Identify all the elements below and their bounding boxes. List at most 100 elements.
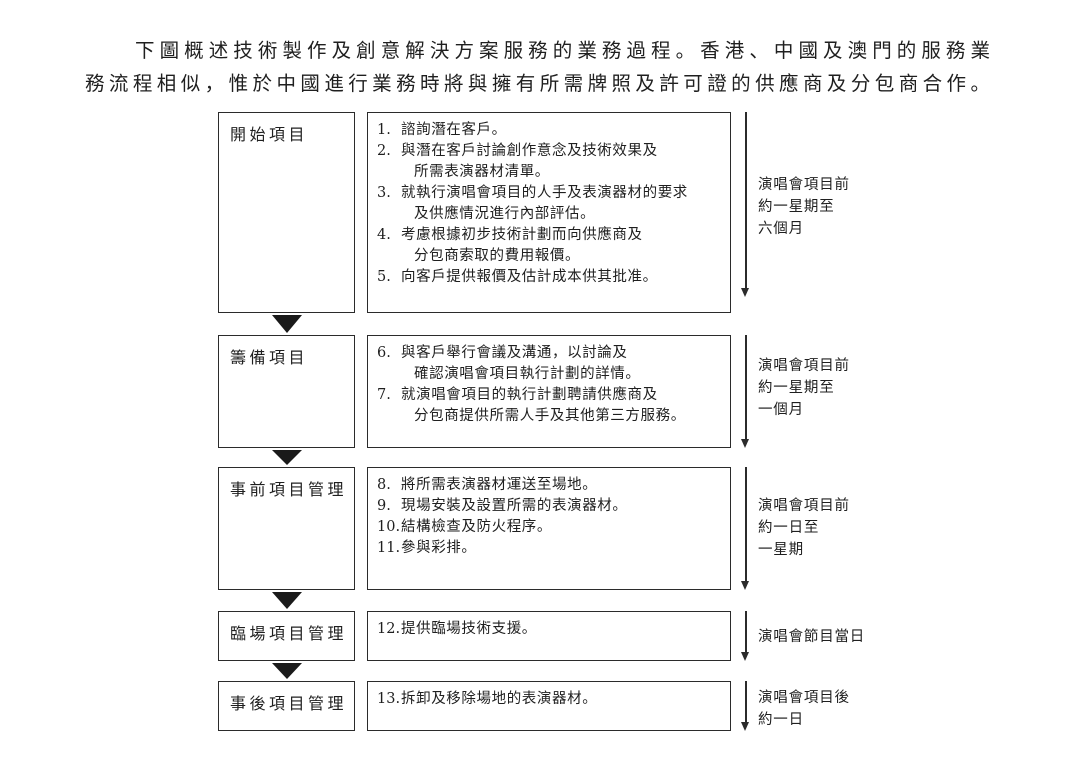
- timeline-label-line: 演唱會節目當日: [758, 629, 866, 645]
- process-item: 3.就執行演唱會項目的人手及表演器材的要求及供應情況進行內部評估。: [377, 183, 726, 225]
- item-text: 將所需表演器材運送至場地。: [401, 475, 726, 496]
- stage-title: 事前項目管理: [230, 480, 348, 499]
- item-line: 就演唱會項目的執行計劃聘請供應商及: [401, 387, 658, 403]
- item-line: 與客戶舉行會議及溝通，以討論及: [401, 345, 628, 361]
- item-number: 11.: [377, 540, 401, 556]
- item-number: 6.: [377, 345, 391, 361]
- connector-arrow-icon: [272, 592, 302, 609]
- process-item: 2. 與潛在客戶討論創作意念及技術效果及所需表演器材清單。: [377, 141, 726, 183]
- intro-paragraph: 下圖概述技術製作及創意解決方案服務的業務過程。香港、中國及澳門的服務業 務流程相…: [85, 34, 990, 100]
- arrow-down-icon: [741, 652, 750, 661]
- process-item: 11.參與彩排。: [377, 538, 726, 559]
- item-line: 將所需表演器材運送至場地。: [401, 477, 598, 493]
- process-item: 8. 將所需表演器材運送至場地。: [377, 475, 726, 496]
- item-line: 向客戶提供報價及估計成本供其批准。: [401, 269, 658, 285]
- process-item: 9. 現場安裝及設置所需的表演器材。: [377, 496, 726, 517]
- item-text: 向客戶提供報價及估計成本供其批准。: [401, 267, 726, 288]
- item-number: 1.: [377, 122, 391, 138]
- process-item: 7. 就演唱會項目的執行計劃聘請供應商及分包商提供所需人手及其他第三方服務。: [377, 385, 726, 427]
- timeline-label-line: 六個月: [758, 221, 804, 237]
- item-line: 考慮根據初步技術計劃而向供應商及: [401, 227, 643, 243]
- timeline-arrow: [741, 467, 751, 590]
- item-text: 考慮根據初步技術計劃而向供應商及分包商索取的費用報價。: [401, 225, 726, 267]
- item-text: 提供臨場技術支援。: [401, 619, 726, 640]
- item-line: 分包商提供所需人手及其他第三方服務。: [414, 408, 686, 424]
- timeline-label: 演唱會節目當日: [758, 626, 865, 648]
- item-text: 就演唱會項目的執行計劃聘請供應商及分包商提供所需人手及其他第三方服務。: [401, 385, 726, 427]
- timeline-label: 演唱會項目前約一星期至六個月: [758, 174, 850, 240]
- arrow-down-icon: [741, 722, 750, 731]
- item-number: 5.: [377, 269, 391, 285]
- item-line: 諮詢潛在客戶。: [401, 122, 507, 138]
- arrow-line: [745, 112, 747, 290]
- item-line: 參與彩排。: [401, 540, 477, 556]
- item-number: 12.: [377, 621, 401, 637]
- intro-line-1: 下圖概述技術製作及創意解決方案服務的業務過程。香港、中國及澳門的服務業: [135, 38, 990, 62]
- item-text: 就執行演唱會項目的人手及表演器材的要求及供應情況進行內部評估。: [401, 183, 726, 225]
- process-item: 13.拆卸及移除場地的表演器材。: [377, 689, 726, 710]
- timeline-label-line: 演唱會項目前: [758, 177, 850, 193]
- process-item: 4. 考慮根據初步技術計劃而向供應商及分包商索取的費用報價。: [377, 225, 726, 267]
- timeline-label-line: 約一星期至: [758, 199, 835, 215]
- item-text: 現場安裝及設置所需的表演器材。: [401, 496, 726, 517]
- item-number: 13.: [377, 691, 401, 707]
- stage-box-2: 籌備項目: [218, 335, 355, 448]
- timeline-label-line: 演唱會項目前: [758, 498, 850, 514]
- item-number: 4.: [377, 227, 391, 243]
- process-item: 1. 諮詢潛在客戶。: [377, 120, 726, 141]
- timeline-label-line: 演唱會項目前: [758, 358, 850, 374]
- item-text: 參與彩排。: [401, 538, 726, 559]
- arrow-down-icon: [741, 581, 750, 590]
- timeline-label: 演唱會項目後約一日: [758, 687, 850, 731]
- timeline-arrow: [741, 335, 751, 448]
- item-line: 結構檢查及防火程序。: [401, 519, 552, 535]
- stage-title: 開始項目: [230, 125, 309, 144]
- item-text: 拆卸及移除場地的表演器材。: [401, 689, 726, 710]
- stage-title: 臨場項目管理: [230, 624, 348, 643]
- timeline-label: 演唱會項目前約一日至一星期: [758, 495, 850, 561]
- detail-box-3: 8. 將所需表演器材運送至場地。 9. 現場安裝及設置所需的表演器材。10.結構檢查及…: [367, 467, 731, 590]
- item-number: 7.: [377, 387, 391, 403]
- item-text: 諮詢潛在客戶。: [401, 120, 726, 141]
- item-line: 拆卸及移除場地的表演器材。: [401, 691, 598, 707]
- connector-arrow-icon: [272, 663, 302, 679]
- stage-title: 事後項目管理: [230, 694, 348, 713]
- arrow-line: [745, 467, 747, 583]
- item-number: 9.: [377, 498, 391, 514]
- item-number: 2.: [377, 143, 391, 159]
- connector-arrow-icon: [272, 315, 302, 333]
- timeline-arrow: [741, 681, 751, 731]
- detail-box-2: 6. 與客戶舉行會議及溝通，以討論及確認演唱會項目執行計劃的詳情。 7. 就演唱會項目…: [367, 335, 731, 448]
- arrow-line: [745, 681, 747, 724]
- item-line: 及供應情況進行內部評估。: [414, 206, 596, 222]
- item-number: 10.: [377, 519, 401, 535]
- timeline-arrow: [741, 112, 751, 297]
- item-line: 所需表演器材清單。: [414, 164, 550, 180]
- item-line: 提供臨場技術支援。: [401, 621, 537, 637]
- detail-box-5: 13.拆卸及移除場地的表演器材。: [367, 681, 731, 731]
- timeline-label-line: 一星期: [758, 542, 804, 558]
- intro-line-2: 務流程相似，惟於中國進行業務時將與擁有所需牌照及許可證的供應商及分包商合作。: [85, 71, 990, 95]
- item-line: 現場安裝及設置所需的表演器材。: [401, 498, 628, 514]
- arrow-line: [745, 611, 747, 654]
- timeline-label-line: 約一星期至: [758, 380, 835, 396]
- item-line: 與潛在客戶討論創作意念及技術效果及: [401, 143, 658, 159]
- process-item: 6. 與客戶舉行會議及溝通，以討論及確認演唱會項目執行計劃的詳情。: [377, 343, 726, 385]
- stage-title: 籌備項目: [230, 348, 309, 367]
- item-number: 8.: [377, 477, 391, 493]
- stage-box-5: 事後項目管理: [218, 681, 355, 731]
- stage-box-1: 開始項目: [218, 112, 355, 313]
- connector-arrow-icon: [272, 450, 302, 465]
- stage-box-4: 臨場項目管理: [218, 611, 355, 661]
- item-line: 確認演唱會項目執行計劃的詳情。: [414, 366, 641, 382]
- item-text: 結構檢查及防火程序。: [401, 517, 726, 538]
- arrow-line: [745, 335, 747, 441]
- timeline-arrow: [741, 611, 751, 661]
- item-line: 分包商索取的費用報價。: [414, 248, 581, 264]
- stage-box-3: 事前項目管理: [218, 467, 355, 590]
- process-item: 12.提供臨場技術支援。: [377, 619, 726, 640]
- arrow-down-icon: [741, 439, 750, 448]
- timeline-label-line: 約一日: [758, 712, 804, 728]
- item-text: 與客戶舉行會議及溝通，以討論及確認演唱會項目執行計劃的詳情。: [401, 343, 726, 385]
